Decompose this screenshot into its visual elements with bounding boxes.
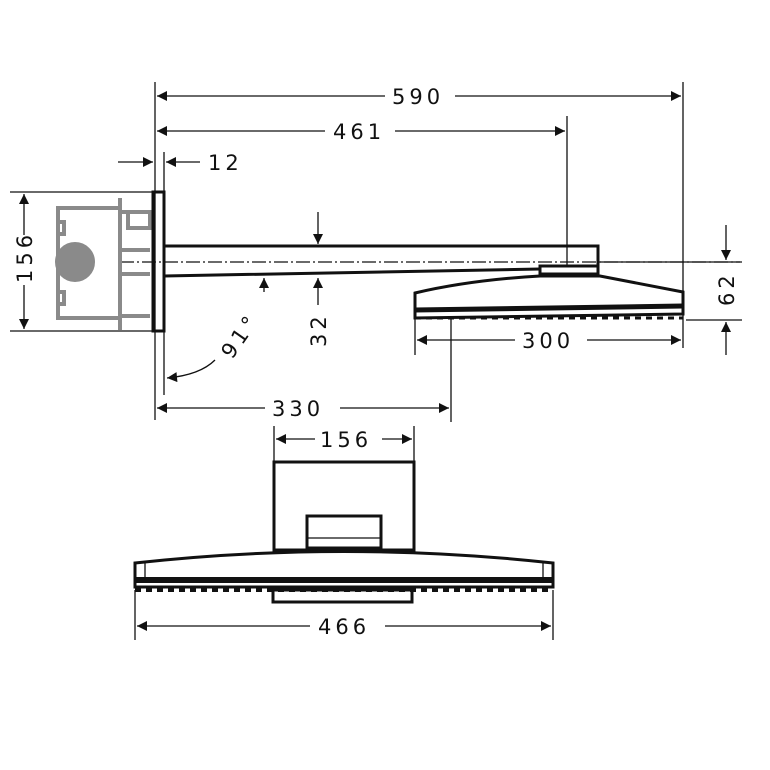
dim-300: 300 [522, 329, 574, 353]
shower-head-front [133, 550, 555, 589]
dim-12: 12 [208, 151, 243, 175]
dim-466: 466 [318, 615, 370, 639]
dim-590: 590 [392, 85, 444, 109]
extension-lines [10, 82, 742, 640]
wall-plate-front [272, 460, 416, 552]
connector [305, 514, 383, 550]
dim-62: 62 [715, 271, 739, 306]
dim-461: 461 [333, 120, 385, 144]
shower-arm [163, 244, 600, 278]
dim-32: 32 [307, 312, 331, 347]
wall-plate [151, 190, 166, 333]
front-view [133, 460, 555, 604]
dim-156-side: 156 [13, 231, 37, 283]
dim-angle: 91° [216, 309, 264, 363]
shower-head-side [413, 274, 685, 320]
dim-330: 330 [272, 397, 324, 421]
dimension-lines [19, 91, 731, 631]
mounting-box [55, 198, 152, 330]
side-view [151, 190, 685, 333]
dim-156-front: 156 [320, 428, 372, 452]
